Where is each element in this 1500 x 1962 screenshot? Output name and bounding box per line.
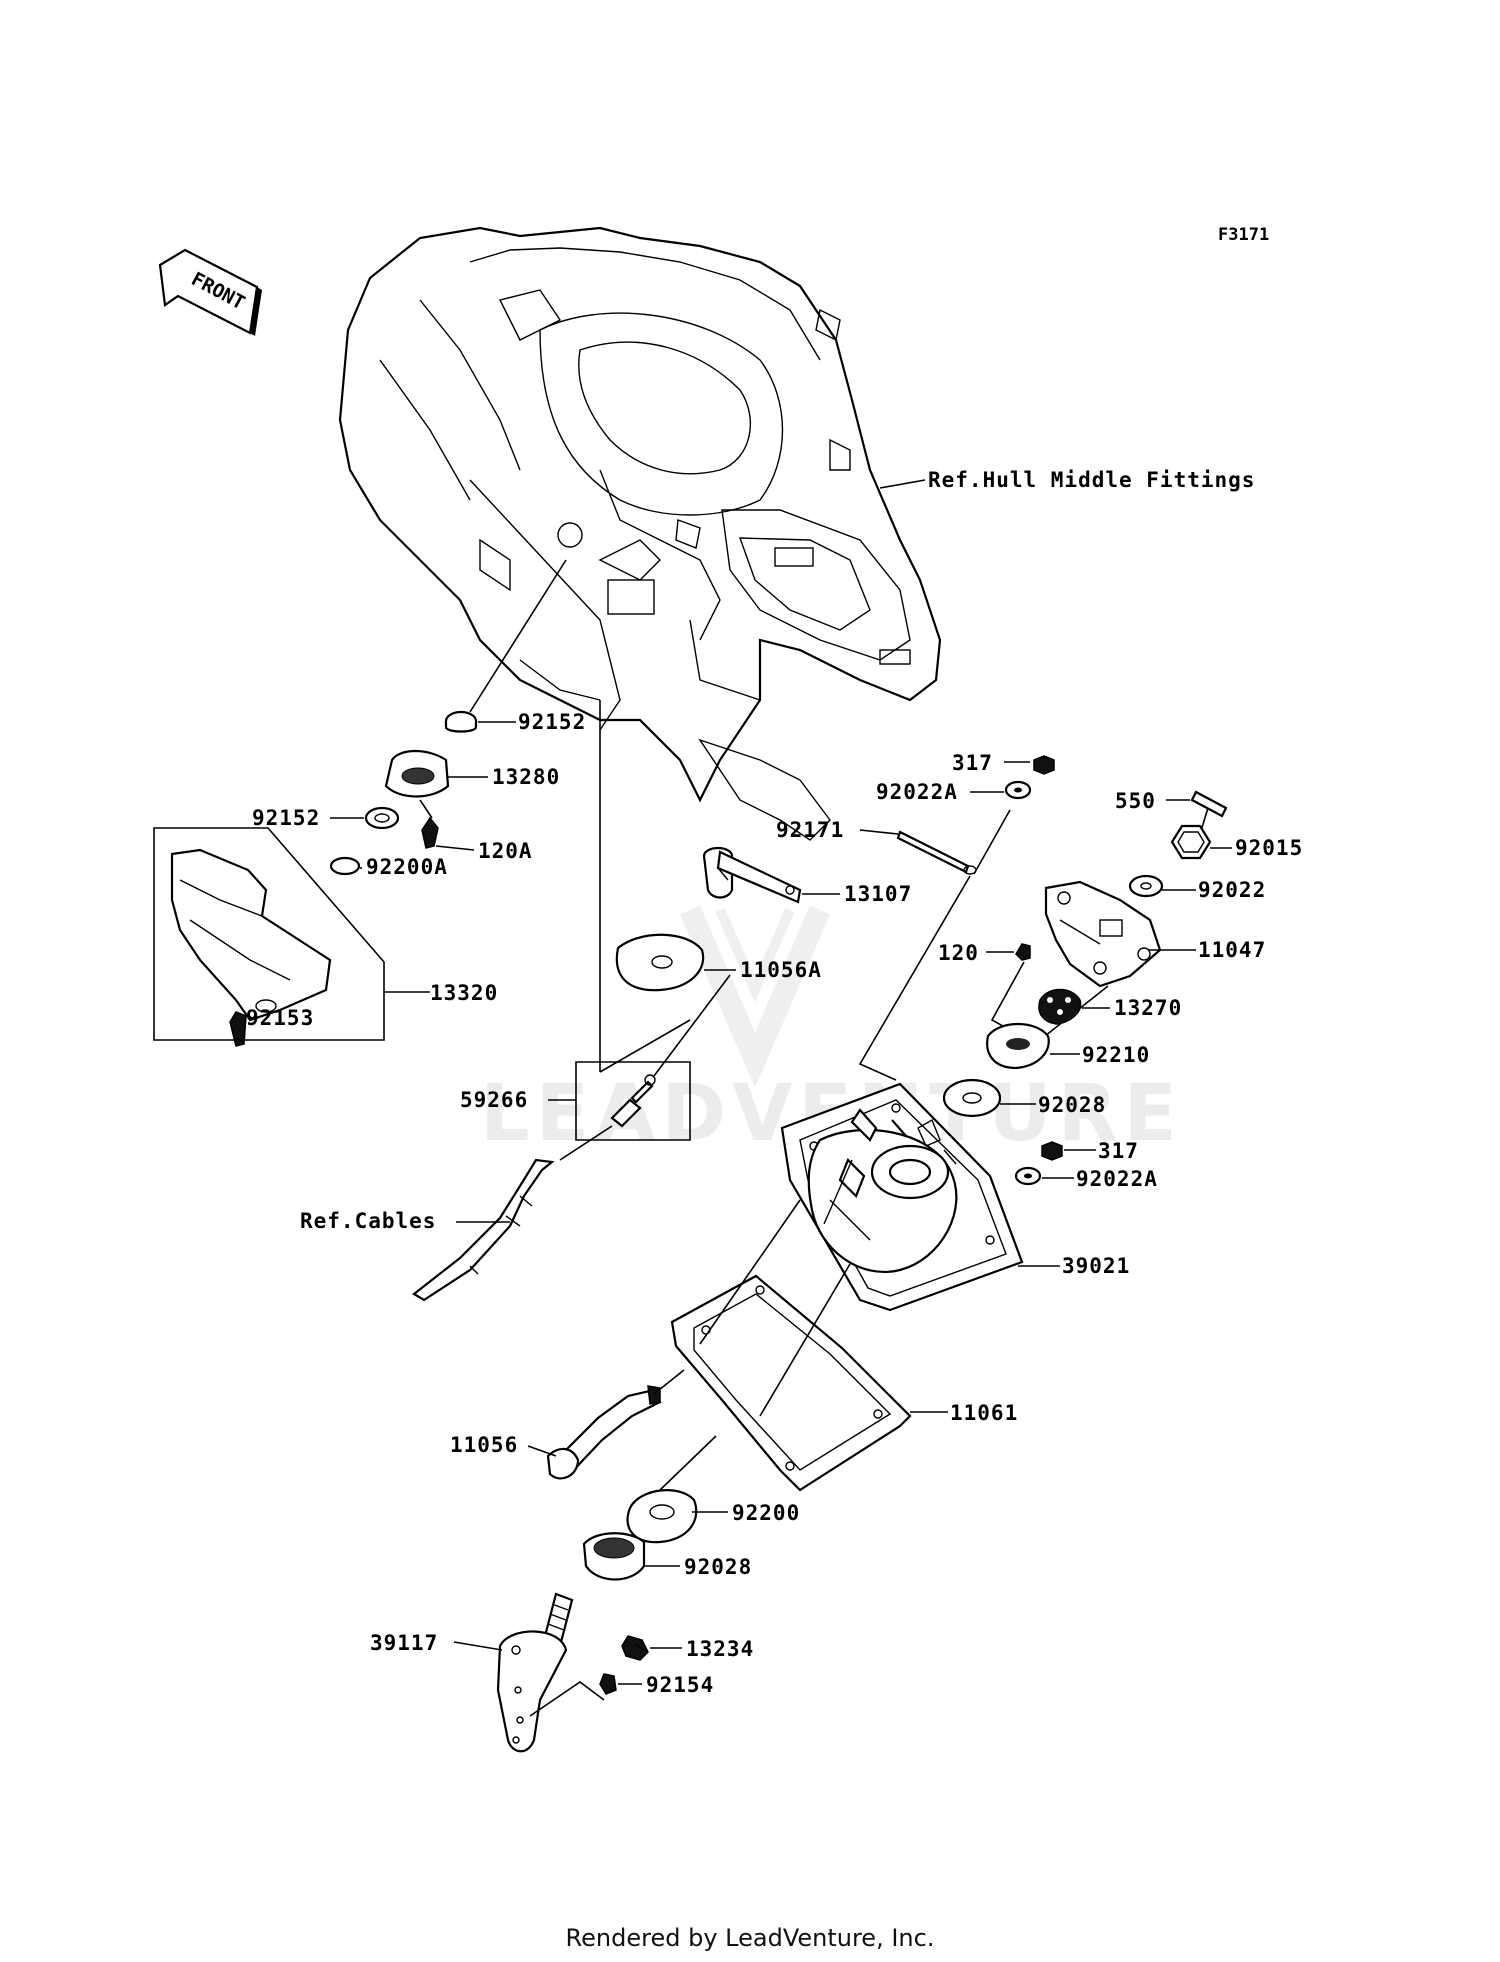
part-317-lower — [1041, 1141, 1096, 1161]
label-13320: 13320 — [430, 981, 498, 1005]
label-11047: 11047 — [1198, 938, 1266, 962]
label-11056A: 11056A — [740, 958, 822, 982]
label-13107: 13107 — [844, 882, 912, 906]
label-92153: 92153 — [246, 1006, 314, 1030]
label-39021: 39021 — [1062, 1254, 1130, 1278]
part-92152-upper — [444, 559, 567, 733]
label-92022: 92022 — [1198, 878, 1266, 902]
label-92200: 92200 — [732, 1501, 800, 1525]
part-92015 — [1170, 824, 1232, 860]
ref-hull-middle-fittings-label: Ref.Hull Middle Fittings — [928, 468, 1255, 492]
part-13234 — [621, 1635, 682, 1661]
label-92152-upper: 92152 — [518, 710, 586, 734]
part-92210 — [986, 1023, 1080, 1070]
part-92171 — [858, 809, 1011, 1081]
label-11061: 11061 — [950, 1401, 1018, 1425]
label-317-lower: 317 — [1098, 1139, 1139, 1163]
part-92152-lower — [330, 806, 400, 830]
part-92022 — [1128, 874, 1196, 898]
part-11047 — [1039, 880, 1196, 1041]
part-11061 — [670, 1199, 948, 1492]
label-39117: 39117 — [370, 1631, 438, 1655]
part-13107 — [702, 846, 840, 904]
part-92028-upper — [942, 1078, 1036, 1118]
ref-cables-label: Ref.Cables — [300, 1209, 436, 1233]
label-92171: 92171 — [776, 818, 844, 842]
part-11056A — [615, 933, 736, 992]
label-92015: 92015 — [1235, 836, 1303, 860]
part-13270 — [1038, 988, 1110, 1025]
cable-reference — [412, 1125, 613, 1302]
label-13280: 13280 — [492, 765, 560, 789]
part-13280 — [384, 750, 488, 798]
part-92022A-upper — [970, 780, 1032, 800]
part-39117 — [453, 1592, 605, 1753]
part-13320-cover-group — [153, 827, 385, 1047]
part-11056 — [527, 1369, 685, 1480]
label-120: 120 — [938, 941, 979, 965]
label-11056: 11056 — [450, 1433, 518, 1457]
front-arrow-icon: FRONT — [158, 248, 262, 336]
label-550: 550 — [1115, 789, 1156, 813]
label-13234: 13234 — [686, 1637, 754, 1661]
hull-middle-part — [338, 226, 942, 841]
part-92022A-lower — [1014, 1166, 1074, 1186]
label-92200A: 92200A — [366, 855, 448, 879]
part-120 — [986, 943, 1031, 1031]
label-13270: 13270 — [1114, 996, 1182, 1020]
label-92022A-lower: 92022A — [1076, 1167, 1158, 1191]
part-92154 — [599, 1673, 642, 1695]
part-317-upper — [1004, 755, 1055, 775]
label-317-upper: 317 — [952, 751, 993, 775]
part-39021 — [780, 1082, 1060, 1312]
label-92028-upper: 92028 — [1038, 1093, 1106, 1117]
diagram-code: F3171 — [1218, 225, 1269, 245]
label-92154: 92154 — [646, 1673, 714, 1697]
part-92200 — [626, 1435, 728, 1544]
label-120A: 120A — [478, 839, 533, 863]
part-92028-lower — [582, 1532, 680, 1581]
label-59266: 59266 — [460, 1088, 528, 1112]
footer-credit: Rendered by LeadVenture, Inc. — [565, 1924, 935, 1952]
part-59266-group — [548, 974, 731, 1141]
part-120A — [419, 799, 475, 851]
label-92022A-upper: 92022A — [876, 780, 958, 804]
part-92200A — [329, 856, 362, 876]
label-92152-lower: 92152 — [252, 806, 320, 830]
label-92028-lower: 92028 — [684, 1555, 752, 1579]
label-92210: 92210 — [1082, 1043, 1150, 1067]
